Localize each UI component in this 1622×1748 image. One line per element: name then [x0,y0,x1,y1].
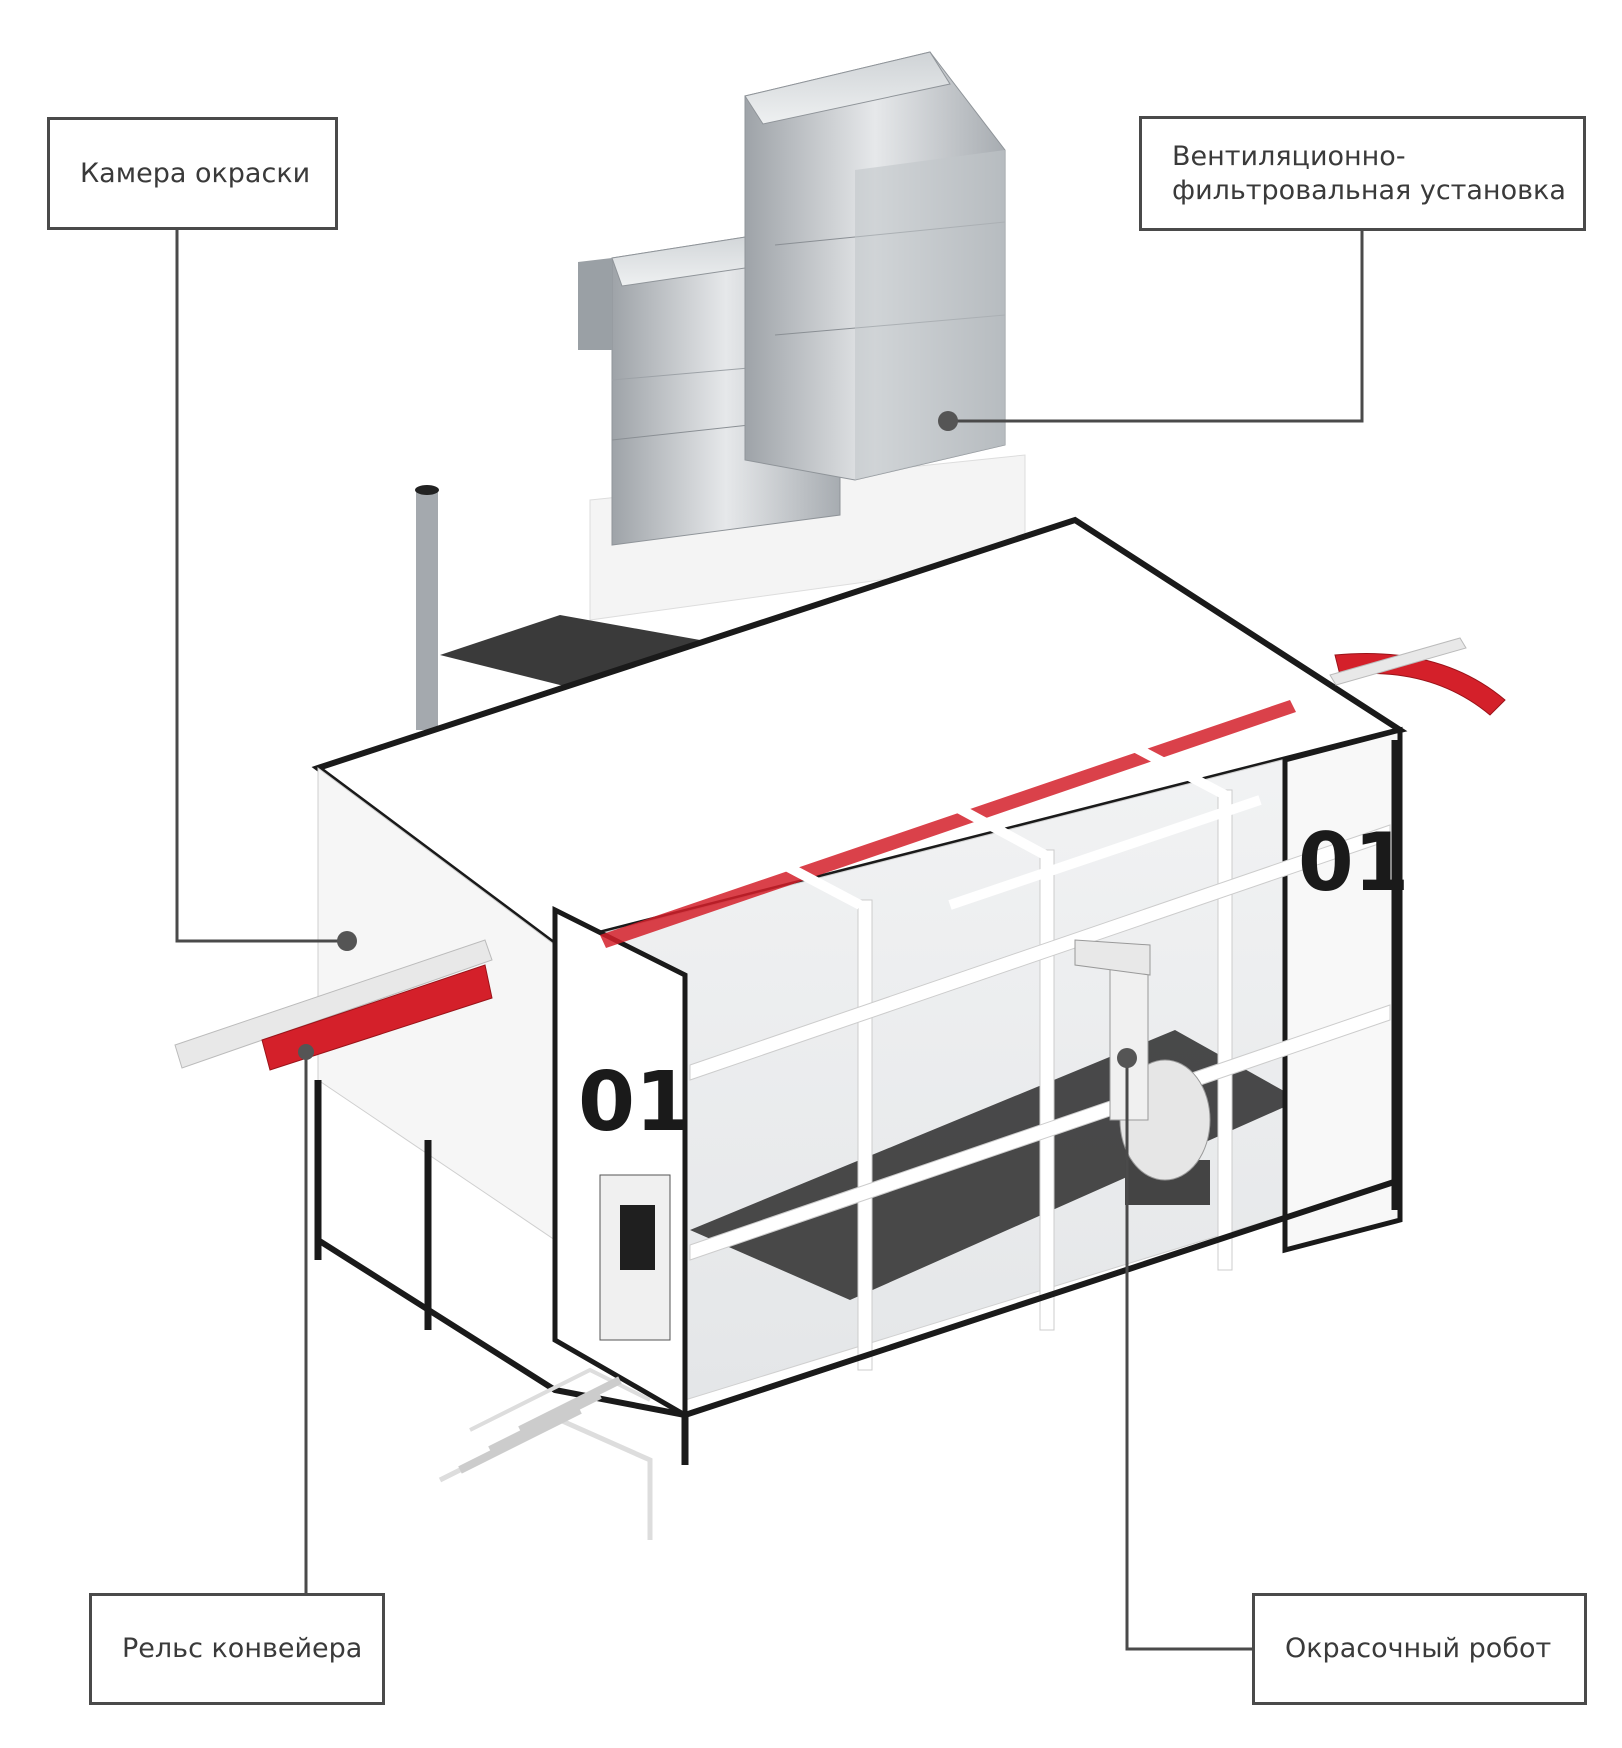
callout-lines [175,230,1364,1651]
label-ventilation-line2: фильтровальная установка [1172,174,1566,206]
callout-dot-vent [938,411,958,431]
label-ventilation-unit: Вентиляционно- фильтровальная установка [1139,116,1586,231]
callout-dot-rail [298,1044,314,1060]
label-paint-robot: Окрасочный робот [1252,1593,1587,1705]
callout-dot-robot [1117,1048,1137,1068]
callout-line-booth [175,230,347,943]
callout-dot-booth [337,931,357,951]
conveyor-rail [174,637,1506,1071]
label-ventilation-line1: Вентиляционно- [1172,140,1406,172]
booth-body [311,516,1408,1540]
booth-number-side: 01 [1298,816,1409,909]
booth-number-front: 01 [578,1055,692,1150]
roof-truss [677,695,1262,910]
callout-line-robot [1125,1058,1252,1651]
label-paint-booth-text: Камера окраски [80,157,311,189]
label-paint-booth: Камера окраски [47,117,338,230]
ventilation-unit [415,51,1026,730]
label-conveyor-rail-text: Рельс конвейера [122,1633,363,1665]
callout-line-vent [948,231,1364,423]
callout-dots [298,411,1137,1068]
label-paint-robot-text: Окрасочный робот [1285,1633,1552,1665]
booth-number-logo: 01 01 [578,816,1409,1150]
paint-robot [1074,939,1211,1205]
label-conveyor-rail: Рельс конвейера [89,1593,385,1705]
